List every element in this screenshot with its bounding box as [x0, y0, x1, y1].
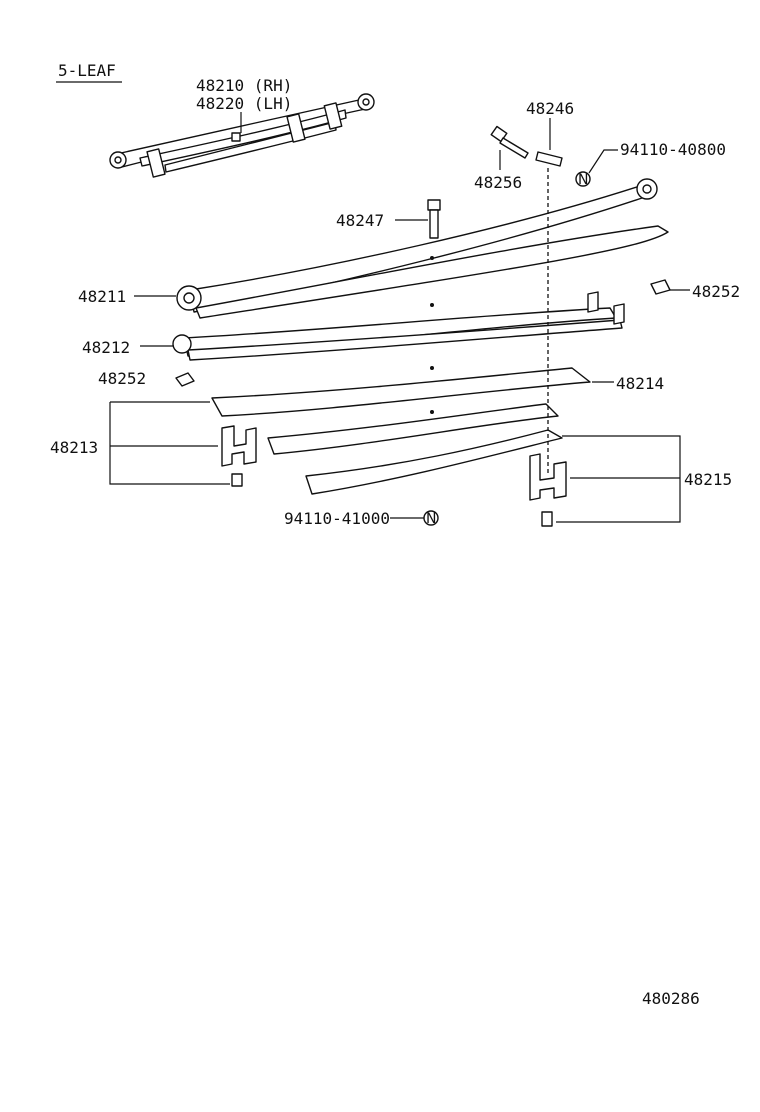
- n-badge-top-text: N: [578, 172, 588, 188]
- diagram-number: 480286: [642, 989, 700, 1008]
- clip-48213: [221, 425, 257, 487]
- bolt-48256: [490, 125, 529, 159]
- label-94110-41000: 94110-41000: [284, 509, 390, 528]
- label-48214: 48214: [616, 374, 664, 393]
- bracket-48213: [109, 401, 230, 485]
- spring-assembly-thumbnail: [109, 93, 375, 178]
- leader-94110-40800: [588, 149, 618, 174]
- leaf-5: [305, 429, 563, 495]
- bracket-48215: [556, 435, 681, 523]
- label-48211: 48211: [78, 287, 126, 306]
- label-48247: 48247: [336, 211, 384, 230]
- leaf-48214: [211, 367, 591, 417]
- n-badge-bottom: [423, 510, 439, 526]
- assembly-lh-label: 48220 (LH): [196, 94, 292, 113]
- n-badge-top: [575, 171, 591, 187]
- label-48246: 48246: [526, 99, 574, 118]
- label-48213: 48213: [50, 438, 98, 457]
- leaf-4: [267, 403, 559, 464]
- leaf-48211: [176, 178, 669, 319]
- label-48215: 48215: [684, 470, 732, 489]
- clip-48252-right: [650, 279, 671, 295]
- label-48252-left: 48252: [98, 369, 146, 388]
- bolt-48247: [427, 199, 441, 239]
- label-48256: 48256: [474, 173, 522, 192]
- n-badge-bottom-text: N: [426, 511, 436, 527]
- leaf-count-title: 5-LEAF: [58, 61, 116, 80]
- label-48212: 48212: [82, 338, 130, 357]
- pin-48246: [535, 151, 563, 167]
- label-94110-40800: 94110-40800: [620, 140, 726, 159]
- clip-48252-left: [175, 372, 195, 387]
- assembly-rh-label: 48210 (RH): [196, 76, 292, 95]
- clip-48215: [529, 453, 567, 527]
- leaf-48212: [172, 291, 625, 370]
- label-48252-right: 48252: [692, 282, 740, 301]
